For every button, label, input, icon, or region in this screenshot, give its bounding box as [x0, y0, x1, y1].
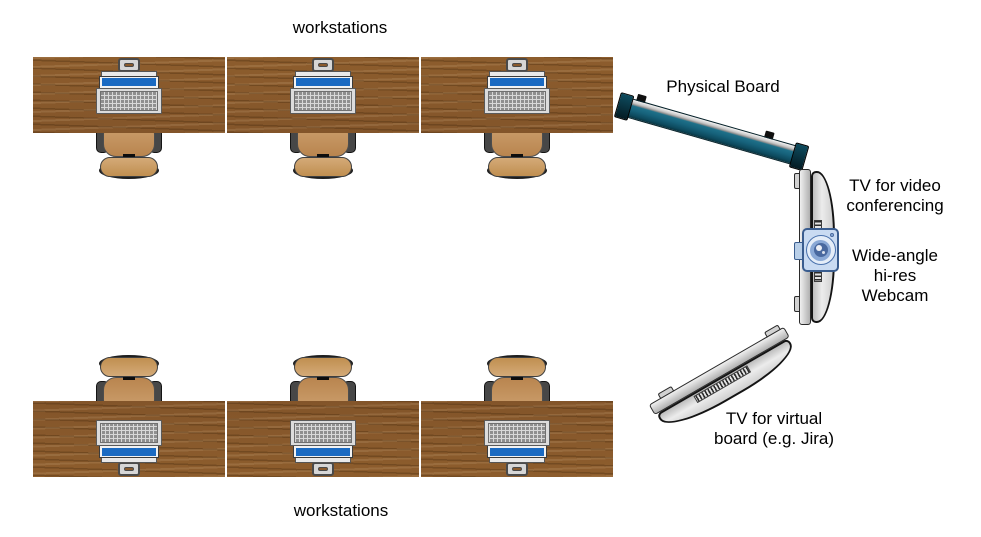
- webcam-indicator-dot: [830, 233, 834, 237]
- keyboard: [290, 420, 356, 446]
- computer: [484, 57, 550, 115]
- monitor-screen-frame: [293, 445, 353, 458]
- computer: [96, 419, 162, 477]
- monitor-screen: [102, 448, 156, 456]
- chair-headrest: [294, 357, 352, 377]
- monitor-screen-frame: [487, 445, 547, 458]
- workstation: [227, 355, 419, 477]
- office-chair: [94, 125, 164, 179]
- office-chair: [482, 125, 552, 179]
- computer: [290, 419, 356, 477]
- monitor-screen: [296, 78, 350, 86]
- board-edge: [618, 96, 805, 168]
- keyboard: [96, 88, 162, 114]
- keyboard: [484, 420, 550, 446]
- computer: [96, 57, 162, 115]
- keyboard: [484, 88, 550, 114]
- chair-headrest: [488, 157, 546, 177]
- label-tv-virtual-board: TV for virtual board (e.g. Jira): [714, 409, 834, 448]
- keyboard: [96, 420, 162, 446]
- keyboard: [290, 88, 356, 114]
- label-workstations-bottom: workstations: [293, 501, 389, 520]
- label-physical-board: Physical Board: [666, 77, 780, 96]
- chair-headrest: [488, 357, 546, 377]
- computer: [290, 57, 356, 115]
- monitor-screen: [490, 448, 544, 456]
- keyboard-keys: [294, 91, 352, 111]
- webcam-body: [802, 228, 839, 272]
- webcam-camera-icon: [794, 228, 840, 274]
- monitor-handle: [312, 58, 334, 72]
- chair-headrest: [100, 357, 158, 377]
- computer: [484, 419, 550, 477]
- monitor-handle: [118, 58, 140, 72]
- monitor-handle: [312, 462, 334, 476]
- monitor-handle: [506, 58, 528, 72]
- chair-headrest: [294, 157, 352, 177]
- physical-board: [613, 92, 810, 172]
- office-chair: [288, 125, 358, 179]
- monitor-screen-frame: [99, 445, 159, 458]
- keyboard-keys: [100, 91, 158, 111]
- webcam-lens: [805, 235, 836, 265]
- lens-glint: [815, 245, 825, 254]
- monitor-handle: [118, 462, 140, 476]
- keyboard-keys: [488, 91, 546, 111]
- chair-headrest: [100, 157, 158, 177]
- label-workstations-top: workstations: [292, 18, 388, 37]
- monitor-screen: [102, 78, 156, 86]
- monitor-screen: [296, 448, 350, 456]
- label-webcam: Wide-angle hi-res Webcam: [852, 246, 938, 305]
- keyboard-keys: [488, 423, 546, 443]
- workstation: [33, 355, 225, 477]
- keyboard-keys: [100, 423, 158, 443]
- monitor-screen: [490, 78, 544, 86]
- workstation-row-top: [33, 57, 613, 179]
- keyboard-keys: [294, 423, 352, 443]
- workstation: [227, 57, 419, 179]
- label-tv-video-conferencing: TV for video conferencing: [846, 176, 944, 215]
- workstation: [421, 355, 613, 477]
- workstation: [421, 57, 613, 179]
- monitor-handle: [506, 462, 528, 476]
- workstation-row-bottom: [33, 355, 613, 477]
- workstation: [33, 57, 225, 179]
